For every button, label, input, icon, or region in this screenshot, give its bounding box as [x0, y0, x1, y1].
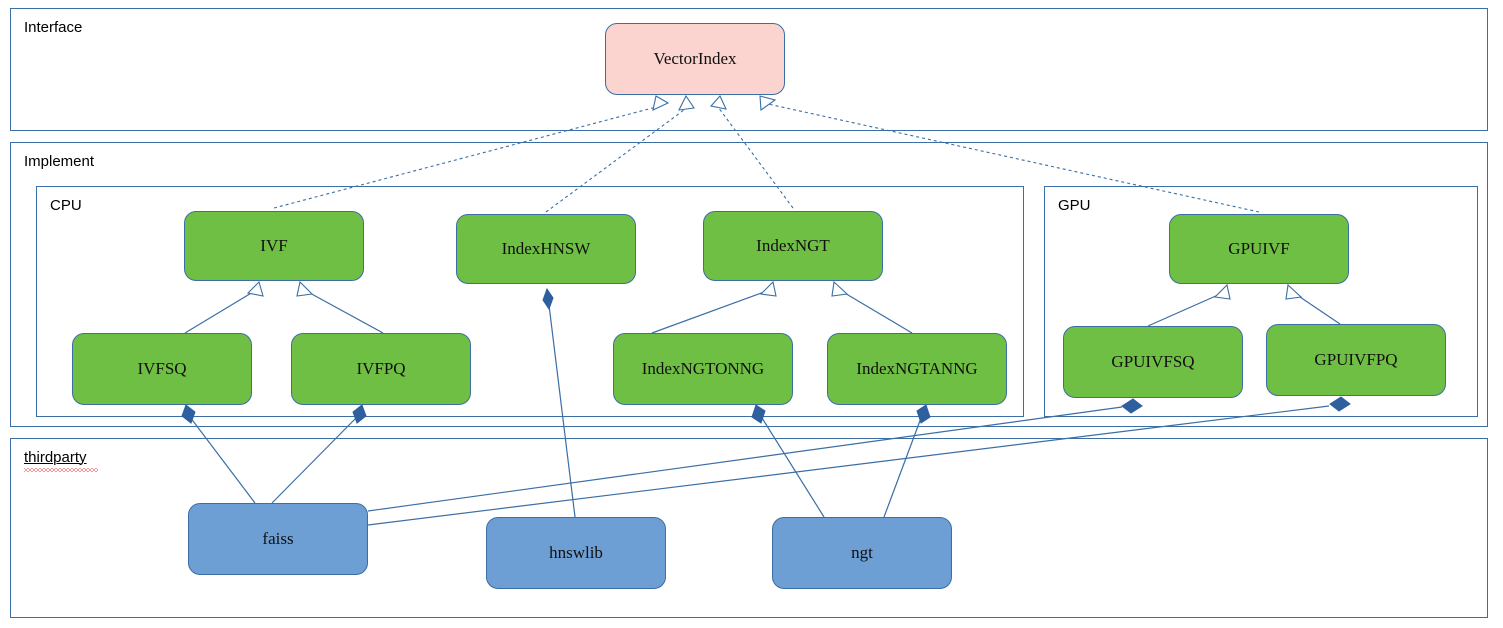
node-indexngtanng[interactable]: IndexNGTANNG [827, 333, 1007, 405]
node-indexngtonng[interactable]: IndexNGTONNG [613, 333, 793, 405]
container-label-interface: Interface [24, 19, 83, 36]
node-faiss[interactable]: faiss [188, 503, 368, 575]
node-label-indexhnsw: IndexHNSW [501, 238, 591, 258]
node-gpuivfpq[interactable]: GPUIVFPQ [1266, 324, 1446, 396]
node-ivfsq[interactable]: IVFSQ [72, 333, 252, 405]
container-label-implement: Implement [24, 153, 95, 170]
node-label-indexngtonng: IndexNGTONNG [641, 358, 765, 378]
container-label-cpu: CPU [50, 197, 82, 214]
node-ivfpq[interactable]: IVFPQ [291, 333, 471, 405]
node-gpuivf[interactable]: GPUIVF [1169, 214, 1349, 284]
node-label-vectorindex: VectorIndex [653, 48, 737, 68]
node-label-ivfsq: IVFSQ [137, 358, 187, 378]
node-label-ivf: IVF [260, 235, 288, 255]
node-label-indexngtanng: IndexNGTANNG [856, 358, 978, 378]
node-label-gpuivf: GPUIVF [1228, 238, 1290, 258]
node-label-hnswlib: hnswlib [549, 542, 603, 562]
node-label-gpuivfpq: GPUIVFPQ [1314, 349, 1398, 369]
node-label-faiss: faiss [262, 528, 294, 548]
node-vectorindex[interactable]: VectorIndex [605, 23, 785, 95]
container-label-gpu: GPU [1058, 197, 1091, 214]
node-indexngt[interactable]: IndexNGT [703, 211, 883, 281]
spellcheck-squiggle-thirdparty [24, 468, 98, 472]
node-hnswlib[interactable]: hnswlib [486, 517, 666, 589]
node-ivf[interactable]: IVF [184, 211, 364, 281]
node-label-gpuivfsq: GPUIVFSQ [1111, 351, 1195, 371]
node-ngt[interactable]: ngt [772, 517, 952, 589]
node-label-indexngt: IndexNGT [756, 235, 830, 255]
node-label-ivfpq: IVFPQ [356, 358, 406, 378]
node-label-ngt: ngt [851, 542, 873, 562]
node-gpuivfsq[interactable]: GPUIVFSQ [1063, 326, 1243, 398]
container-label-thirdparty: thirdparty [24, 449, 87, 466]
node-indexhnsw[interactable]: IndexHNSW [456, 214, 636, 284]
